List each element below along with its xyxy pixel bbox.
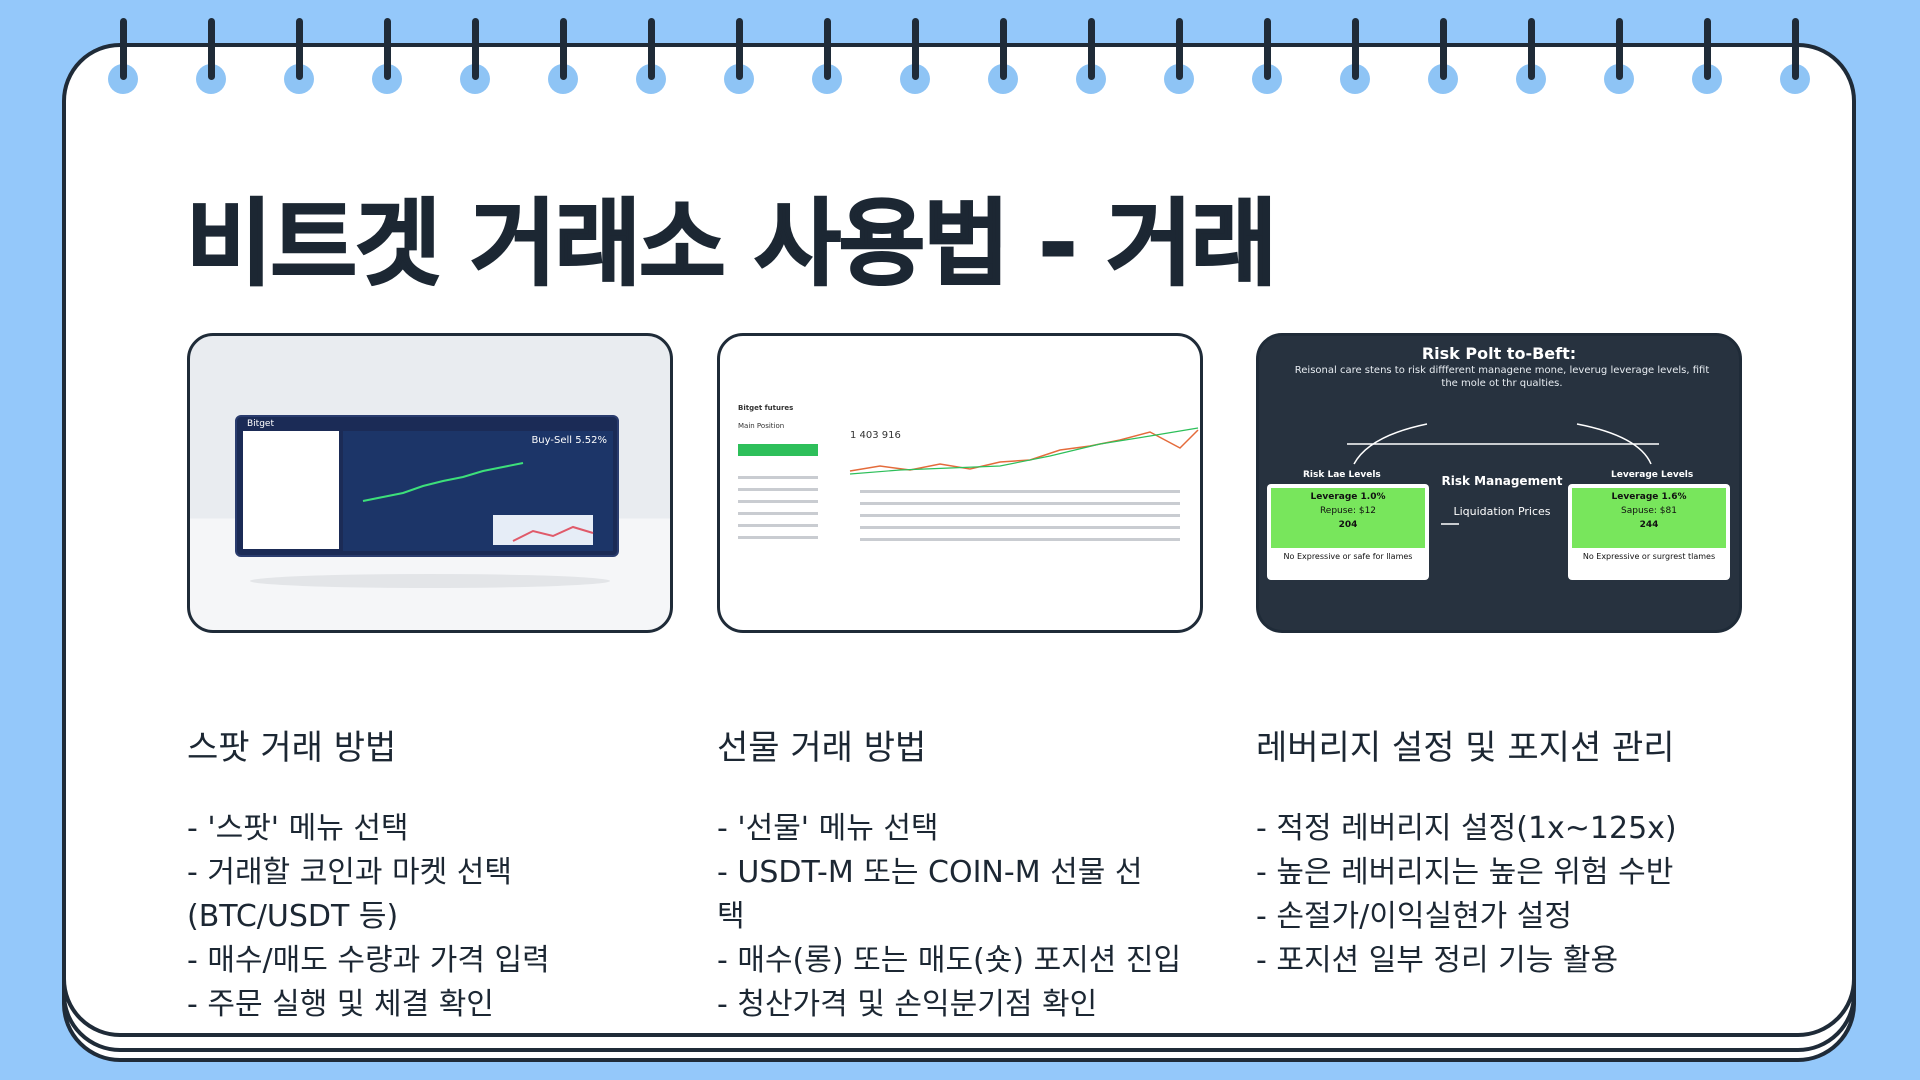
binding-ring	[898, 18, 932, 94]
high-leverage-box: Leverage 1.6% Sapuse: $81 244 No Express…	[1568, 484, 1730, 580]
binding-ring	[458, 18, 492, 94]
binding-ring	[722, 18, 756, 94]
binding-ring	[1162, 18, 1196, 94]
binding-ring	[1250, 18, 1284, 94]
binding-ring	[546, 18, 580, 94]
column-line: - 손절가/이익실현가 설정	[1256, 899, 1573, 934]
high-leverage-number: 244	[1639, 520, 1659, 530]
market-list-panel	[243, 431, 339, 549]
binding-ring	[106, 18, 140, 94]
risk-subtitle: Reisonal care stens to risk diffferent m…	[1294, 365, 1710, 389]
position-label: Main Position	[738, 422, 785, 430]
column-heading: 스팟 거래 방법	[187, 728, 397, 768]
column-line: (BTC/USDT 등)	[187, 899, 399, 934]
binding-ring	[634, 18, 668, 94]
binding-ring	[370, 18, 404, 94]
risk-title: Risk Polt to-Beft:	[1421, 344, 1577, 363]
futures-trading-image: Bitget futures Main Position 1 403 916	[717, 333, 1203, 633]
column-line: 택	[717, 899, 745, 934]
binding-ring	[1074, 18, 1108, 94]
low-leverage-number: 204	[1338, 520, 1358, 530]
low-leverage-note: No Expressive or safe for llames	[1283, 552, 1413, 561]
high-leverage-sapuse: Sapuse: $81	[1621, 506, 1677, 516]
column-line: - 매수(롱) 또는 매도(숏) 포지션 진입	[717, 943, 1182, 978]
binding-ring	[986, 18, 1020, 94]
low-leverage-repuse: Repuse: $12	[1319, 506, 1377, 516]
binding-ring	[282, 18, 316, 94]
binding-ring	[1690, 18, 1724, 94]
futures-chart	[738, 427, 1199, 541]
column-line: - '선물' 메뉴 선택	[717, 811, 939, 846]
buy-sell-ratio: Buy-Sell 5.52%	[531, 435, 607, 446]
column-heading: 레버리지 설정 및 포지션 관리	[1256, 728, 1675, 768]
risk-arrows	[1347, 423, 1659, 525]
column-line: - 높은 레버리지는 높은 위험 수반	[1256, 855, 1674, 890]
page-title: 비트겟 거래소 사용법 - 거래	[185, 189, 1278, 300]
column-line: - 포지션 일부 정리 기능 활용	[1256, 943, 1619, 978]
binding-ring	[810, 18, 844, 94]
low-leverage-highlight	[1271, 488, 1425, 548]
binding-ring	[1426, 18, 1460, 94]
binding-ring	[1778, 18, 1812, 94]
column-line: - 매수/매도 수량과 가격 입력	[187, 943, 550, 978]
binding-ring	[1602, 18, 1636, 94]
candlestick-chart	[362, 462, 594, 545]
risk-left-label: Risk Lae Levels	[1303, 470, 1381, 480]
column-heading: 선물 거래 방법	[717, 728, 927, 768]
column-line: - 거래할 코인과 마켓 선택	[187, 855, 512, 890]
spot-app-window: Bitget Buy-Sell 5.52%	[235, 415, 619, 557]
bitget-logo: Bitget	[247, 419, 274, 429]
spot-trading-column: 스팟 거래 방법 - '스팟' 메뉴 선택 - 거래할 코인과 마켓 선택 (B…	[187, 720, 707, 1027]
liquidation-prices-label: Liquidation Prices	[1453, 505, 1551, 518]
column-line: - 적정 레버리지 설정(1x~125x)	[1256, 811, 1677, 846]
high-leverage-highlight	[1572, 488, 1726, 548]
low-leverage-value: Leverage 1.0%	[1310, 492, 1386, 502]
futures-price: 1 403 916	[850, 430, 901, 441]
column-line: - USDT-M 또는 COIN-M 선물 선	[717, 855, 1143, 890]
futures-trading-column: 선물 거래 방법 - '선물' 메뉴 선택 - USDT-M 또는 COIN-M…	[717, 720, 1237, 1027]
column-line: - 청산가격 및 손익분기점 확인	[717, 987, 1098, 1022]
futures-header: Bitget futures	[738, 404, 794, 412]
low-leverage-box: Leverage 1.0% Repuse: $12 204 No Express…	[1267, 484, 1429, 580]
risk-right-label: Leverage Levels	[1611, 470, 1694, 480]
binding-ring	[1514, 18, 1548, 94]
column-line: - 주문 실행 및 체결 확인	[187, 987, 494, 1022]
binding-ring	[1338, 18, 1372, 94]
binding-ring	[194, 18, 228, 94]
price-chart	[343, 431, 613, 551]
risk-center-title: Risk Management	[1441, 474, 1563, 488]
high-leverage-value: Leverage 1.6%	[1611, 492, 1687, 502]
column-line: - '스팟' 메뉴 선택	[187, 811, 409, 846]
buy-button	[738, 444, 818, 456]
device-shadow	[250, 574, 610, 588]
risk-management-image: Risk Polt to-Beft: Reisonal care stens t…	[1256, 333, 1742, 633]
leverage-management-column: 레버리지 설정 및 포지션 관리 - 적정 레버리지 설정(1x~125x) -…	[1256, 720, 1776, 983]
high-leverage-note: No Expressive or surgrest tlames	[1582, 552, 1716, 561]
spot-trading-image: Bitget Buy-Sell 5.52%	[187, 333, 673, 633]
